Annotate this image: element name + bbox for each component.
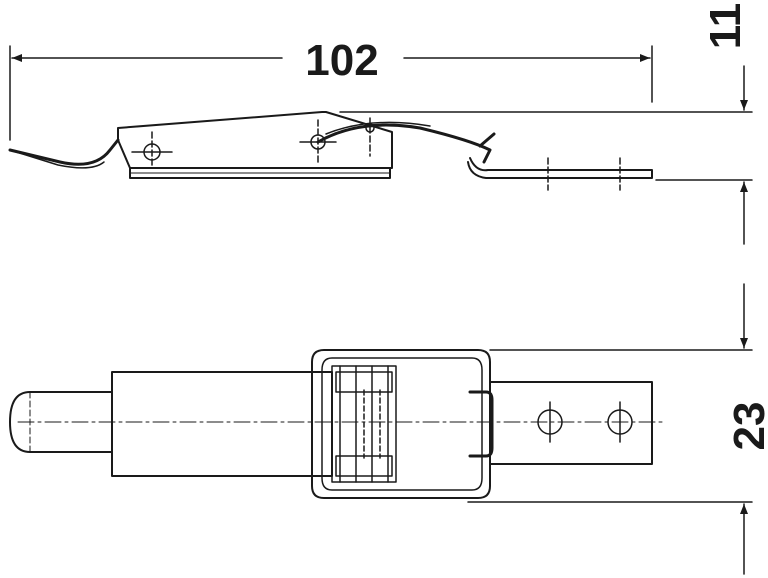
hook-wire — [8, 138, 120, 166]
roller — [331, 365, 397, 483]
catch-holes — [537, 157, 631, 191]
side-hole-left — [131, 131, 173, 167]
catch-plate — [467, 157, 653, 179]
side-view — [8, 111, 653, 191]
bracket-outer — [311, 349, 491, 499]
catch-strip — [489, 381, 653, 465]
width-label: 23 — [725, 402, 768, 451]
lever-body — [117, 111, 393, 169]
dimension-length — [9, 45, 653, 141]
main-bar — [111, 371, 333, 477]
length-label: 102 — [305, 36, 378, 85]
side-spring-wire — [316, 123, 492, 164]
pin — [9, 391, 113, 453]
hook-tab — [468, 390, 494, 458]
dimension-width — [467, 283, 753, 575]
height-label: 11 — [701, 3, 750, 50]
top-view — [9, 349, 665, 499]
dimension-height — [339, 65, 753, 245]
bracket-inner — [321, 357, 483, 491]
